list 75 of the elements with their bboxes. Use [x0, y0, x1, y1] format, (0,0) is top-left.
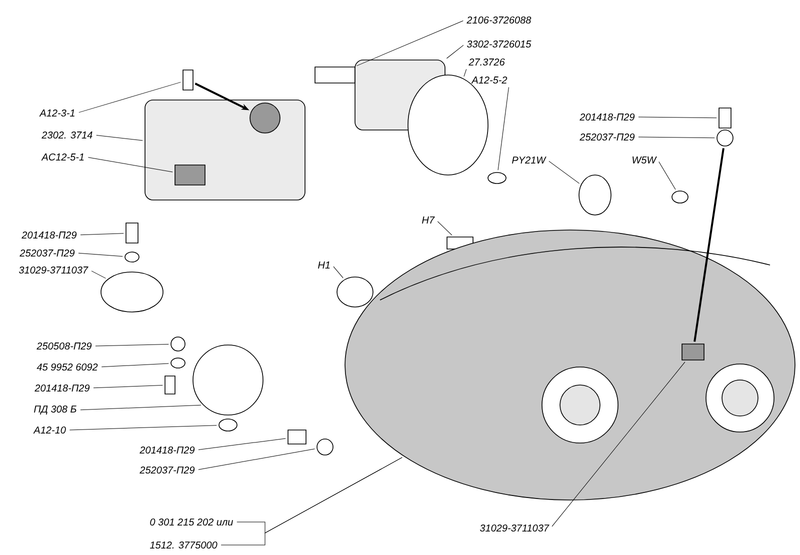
part-number: 45 9952 6092 [36, 363, 98, 371]
leader-line [437, 221, 452, 236]
leader-line [333, 266, 344, 278]
lamp-housing [144, 100, 306, 200]
part-number: AC12-5-1 [41, 153, 84, 161]
screw [164, 376, 176, 394]
leader-line [78, 82, 181, 113]
part-number: 201418-П29 [22, 231, 77, 239]
leader-line [95, 344, 169, 346]
leader-line [548, 160, 580, 184]
leader-line [552, 362, 686, 527]
part-number: H7 [422, 216, 435, 224]
leader-line [464, 68, 467, 77]
bulb [578, 174, 612, 216]
leader-line [96, 134, 143, 141]
bulb [488, 172, 506, 184]
bolt [718, 108, 732, 128]
part-number: 252037-П29 [580, 133, 635, 141]
bracket [682, 344, 704, 360]
part-number: 252037-П29 [20, 249, 75, 257]
leader-line [638, 116, 717, 118]
part-number: 2106-3726088 [466, 16, 532, 24]
lamp [192, 344, 264, 416]
leader-line [80, 404, 202, 410]
leader-line [101, 363, 169, 368]
part-number: 2302. 3714 [42, 131, 92, 139]
part-number: A12-3-1 [39, 109, 74, 117]
leader-line [93, 385, 163, 388]
part-number: H1 [318, 262, 330, 268]
part-number: 0 301 215 202 или [150, 518, 233, 526]
assembly-line [694, 148, 724, 342]
washer [170, 358, 186, 368]
bolt [288, 430, 306, 444]
leader-line [498, 86, 509, 170]
leader-line [91, 270, 106, 279]
seal [314, 66, 356, 84]
part-number: A12-5-2 [471, 76, 508, 84]
leader-line [356, 20, 464, 66]
part-number: ПД 308 Б [34, 406, 76, 414]
part-number: 31029-3711037 [18, 266, 88, 274]
part-number: 250508-П29 [36, 342, 92, 350]
washer [716, 130, 734, 146]
bracket [100, 272, 164, 312]
part-number: A12-10 [33, 426, 66, 434]
lamp-holder [250, 102, 280, 134]
leader-line [80, 233, 124, 236]
part-number: 3302-3726015 [466, 40, 532, 48]
leader-line [638, 136, 715, 138]
bulb [182, 70, 194, 90]
bolt [126, 222, 138, 244]
part-number: 201418-П29 [34, 384, 90, 392]
part-number: PY21W [512, 156, 546, 164]
leader-line [198, 448, 316, 470]
leader-line [220, 457, 402, 546]
nut [170, 336, 186, 352]
leader-line [78, 252, 123, 257]
part-number: 31029-3711037 [480, 524, 550, 532]
washer [124, 252, 140, 262]
leader-line [88, 157, 173, 172]
leader-line [198, 438, 286, 450]
leader-line [69, 425, 217, 430]
washer [316, 438, 334, 456]
part-number: 252037-П29 [140, 466, 195, 474]
part-number: 201418-П29 [580, 113, 635, 121]
bulb [672, 190, 688, 204]
part-number: W5W [632, 156, 657, 164]
part-number: 201418-П29 [140, 446, 195, 454]
leader-line [446, 45, 464, 59]
bulb [218, 418, 238, 432]
part-number: 1512. 3775000 [150, 541, 218, 549]
part-number: 27.3726 [468, 58, 505, 66]
bulb [336, 276, 374, 308]
socket [174, 164, 206, 186]
leader-line [658, 161, 676, 190]
headlamp-drawing [344, 230, 796, 500]
